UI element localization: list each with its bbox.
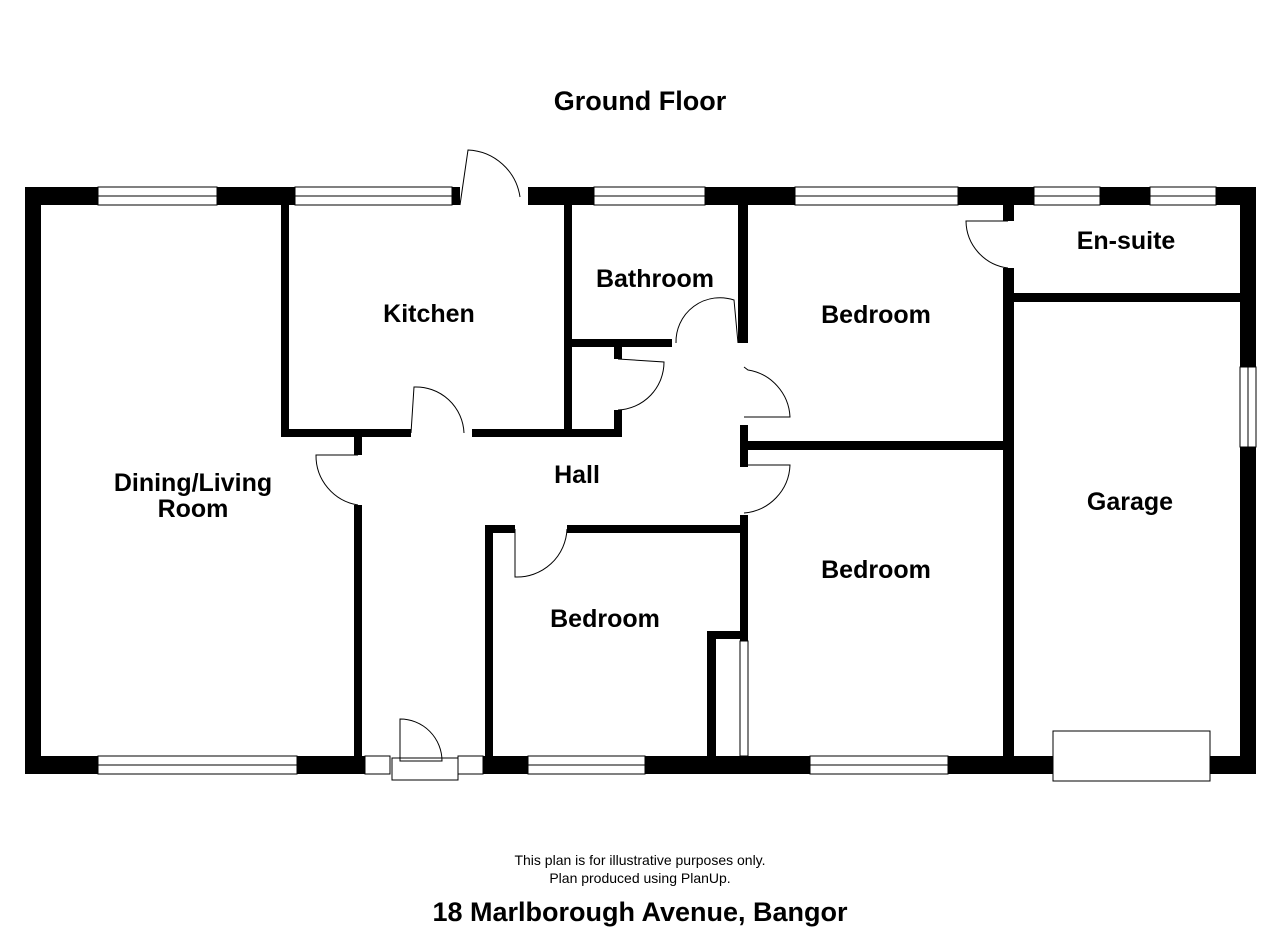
disclaimer: This plan is for illustrative purposes o… [0, 851, 1280, 887]
room-label-kitchen: Kitchen [383, 300, 475, 328]
room-label-bedroom-1: Bedroom [821, 301, 931, 329]
room-label-hall: Hall [554, 461, 600, 489]
room-label-garage: Garage [1087, 488, 1173, 516]
floor-title: Ground Floor [553, 86, 727, 116]
disclaimer-line-2: Plan produced using PlanUp. [549, 870, 731, 886]
room-label-dining-living-line2: Room [158, 495, 229, 523]
disclaimer-line-1: This plan is for illustrative purposes o… [514, 852, 766, 868]
room-label-bedroom-2: Bedroom [821, 556, 931, 584]
room-label-bedroom-3: Bedroom [550, 605, 660, 633]
room-label-dining-living: Dining/Living [114, 469, 272, 497]
property-address: 18 Marlborough Avenue, Bangor [432, 897, 848, 927]
room-label-en-suite: En-suite [1077, 227, 1176, 255]
windows [97, 186, 1257, 782]
interior-walls [281, 205, 1240, 756]
doors [315, 149, 1009, 781]
room-label-bathroom: Bathroom [596, 265, 714, 293]
outer-walls [25, 187, 1256, 774]
